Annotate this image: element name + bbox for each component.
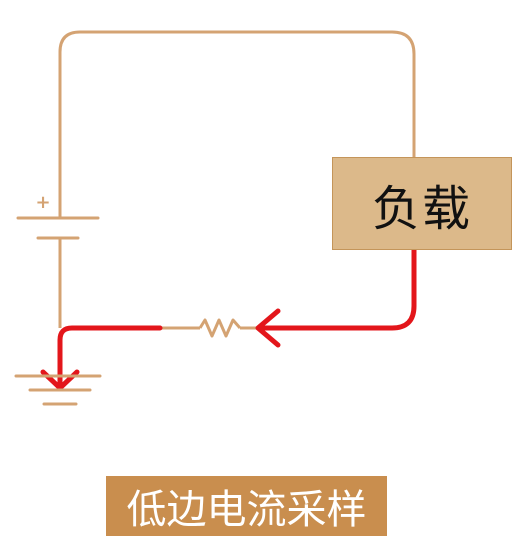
caption-banner: 低边电流采样 [106, 476, 387, 536]
current-path-load-to-resistor [257, 247, 417, 331]
caption-text: 低边电流采样 [126, 487, 367, 533]
load-label: 负载 [371, 180, 472, 237]
battery-plus-sign: + [35, 192, 50, 213]
current-direction-arrow [255, 308, 281, 348]
current-path-to-ground [57, 325, 163, 387]
ground-symbol [14, 374, 102, 406]
battery-symbol [16, 198, 100, 328]
top-wire [58, 30, 416, 200]
sense-resistor [198, 318, 242, 338]
load-box: 负载 [332, 157, 512, 250]
